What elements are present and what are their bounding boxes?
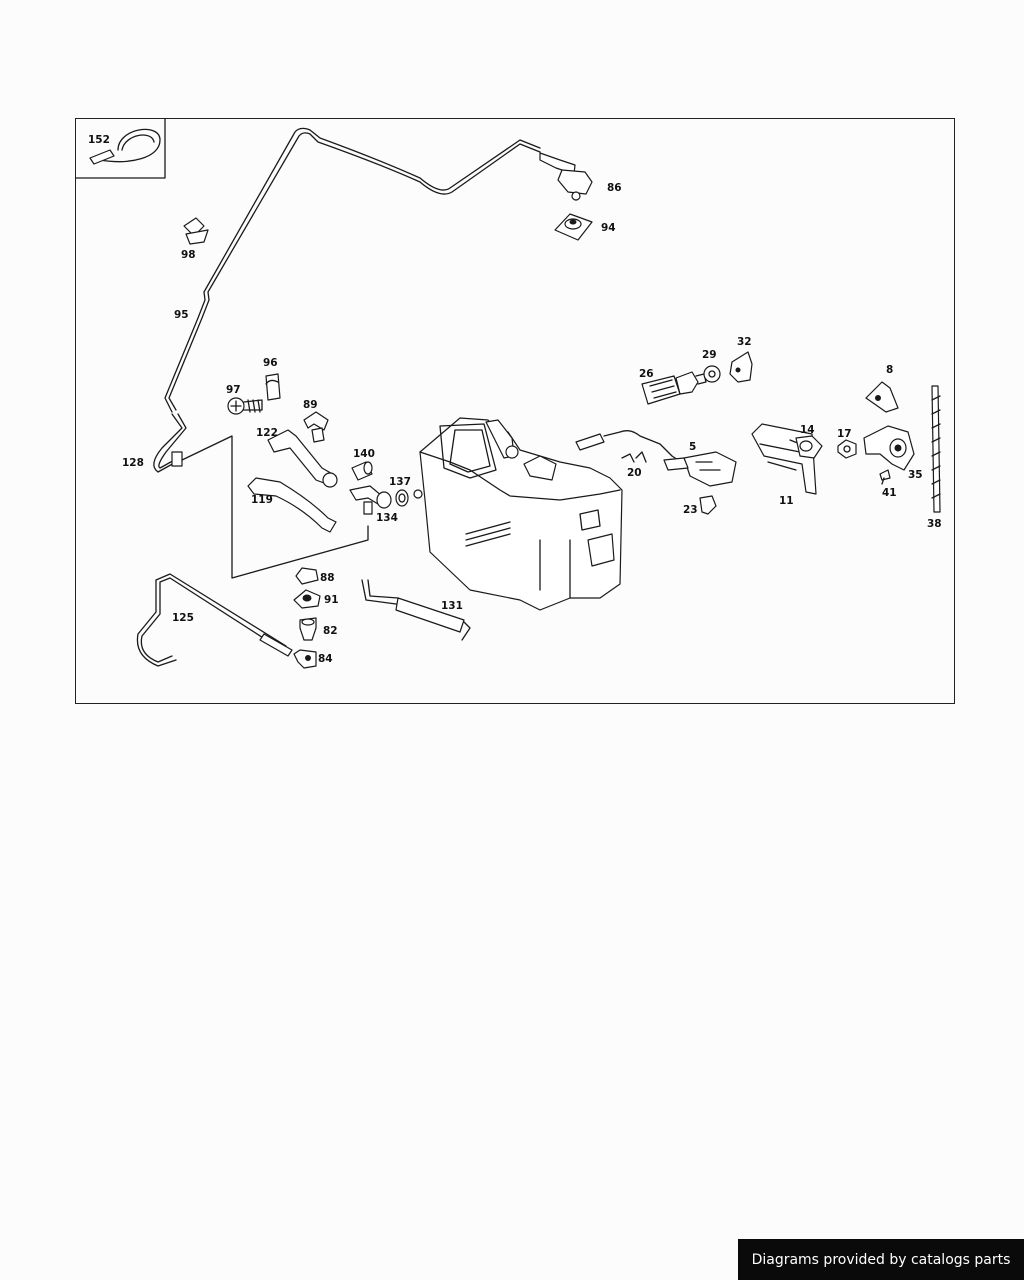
part-label-38: 38 <box>927 518 942 530</box>
hose-128 <box>153 413 187 473</box>
main-tank <box>413 417 623 611</box>
part-label-26: 26 <box>639 368 654 380</box>
part-label-125: 125 <box>172 612 194 624</box>
part-label-84: 84 <box>318 653 333 665</box>
part-134 <box>349 485 392 515</box>
part-32 <box>729 351 753 383</box>
part-38 <box>931 385 941 513</box>
part-label-29: 29 <box>702 349 717 361</box>
part-label-35: 35 <box>908 469 923 481</box>
part-14 <box>789 435 823 459</box>
part-labels: 152 86 94 98 95 96 97 89 122 140 128 137 134 119 88 91 8… <box>88 134 942 665</box>
parts-diagram: 152 86 94 98 95 96 97 89 122 140 128 137 134 119 88 91 8… <box>75 118 942 669</box>
part-label-131: 131 <box>441 600 463 612</box>
part-label-32: 32 <box>737 336 752 348</box>
part-97 <box>227 397 263 415</box>
part-label-17: 17 <box>837 428 852 440</box>
part-140 <box>351 461 373 481</box>
part-label-95: 95 <box>174 309 189 321</box>
part-20 <box>621 451 647 463</box>
part-98 <box>183 217 209 245</box>
part-5 <box>575 430 737 487</box>
part-label-14: 14 <box>800 424 815 436</box>
part-35 <box>863 425 915 471</box>
part-label-94: 94 <box>601 222 616 234</box>
part-label-98: 98 <box>181 249 196 261</box>
part-86 <box>539 152 593 201</box>
part-label-140: 140 <box>353 448 375 460</box>
part-label-152: 152 <box>88 134 110 146</box>
tube-125 <box>136 573 293 667</box>
parts-88-91-82-84 <box>293 567 321 669</box>
part-label-96: 96 <box>263 357 278 369</box>
part-41 <box>879 469 891 485</box>
part-131 <box>361 579 471 641</box>
part-89 <box>303 411 329 443</box>
hose-119 <box>247 477 337 533</box>
leader-bracket <box>181 435 369 579</box>
part-17 <box>837 439 857 459</box>
part-label-128: 128 <box>122 457 144 469</box>
part-label-5: 5 <box>689 441 696 453</box>
part-label-97: 97 <box>226 384 241 396</box>
part-label-134: 134 <box>376 512 398 524</box>
part-label-23: 23 <box>683 504 698 516</box>
hose-122 <box>267 429 338 488</box>
part-8 <box>865 381 899 413</box>
part-94 <box>554 213 593 241</box>
part-label-82: 82 <box>323 625 338 637</box>
part-label-91: 91 <box>324 594 339 606</box>
part-137 <box>395 489 409 507</box>
inset-box-152 <box>75 118 166 179</box>
part-label-122: 122 <box>256 427 278 439</box>
part-label-86: 86 <box>607 182 622 194</box>
part-96 <box>265 373 281 401</box>
part-label-89: 89 <box>303 399 318 411</box>
part-label-8: 8 <box>886 364 893 376</box>
part-label-137: 137 <box>389 476 411 488</box>
part-26 <box>641 371 707 405</box>
part-23 <box>699 495 717 515</box>
footer-credit: Diagrams provided by catalogs parts <box>738 1239 1024 1280</box>
part-label-119: 119 <box>251 494 273 506</box>
tube-95 <box>164 127 541 413</box>
part-label-11: 11 <box>779 495 794 507</box>
part-label-41: 41 <box>882 487 897 499</box>
part-29 <box>703 365 721 383</box>
part-label-20: 20 <box>627 467 642 479</box>
part-label-88: 88 <box>320 572 335 584</box>
